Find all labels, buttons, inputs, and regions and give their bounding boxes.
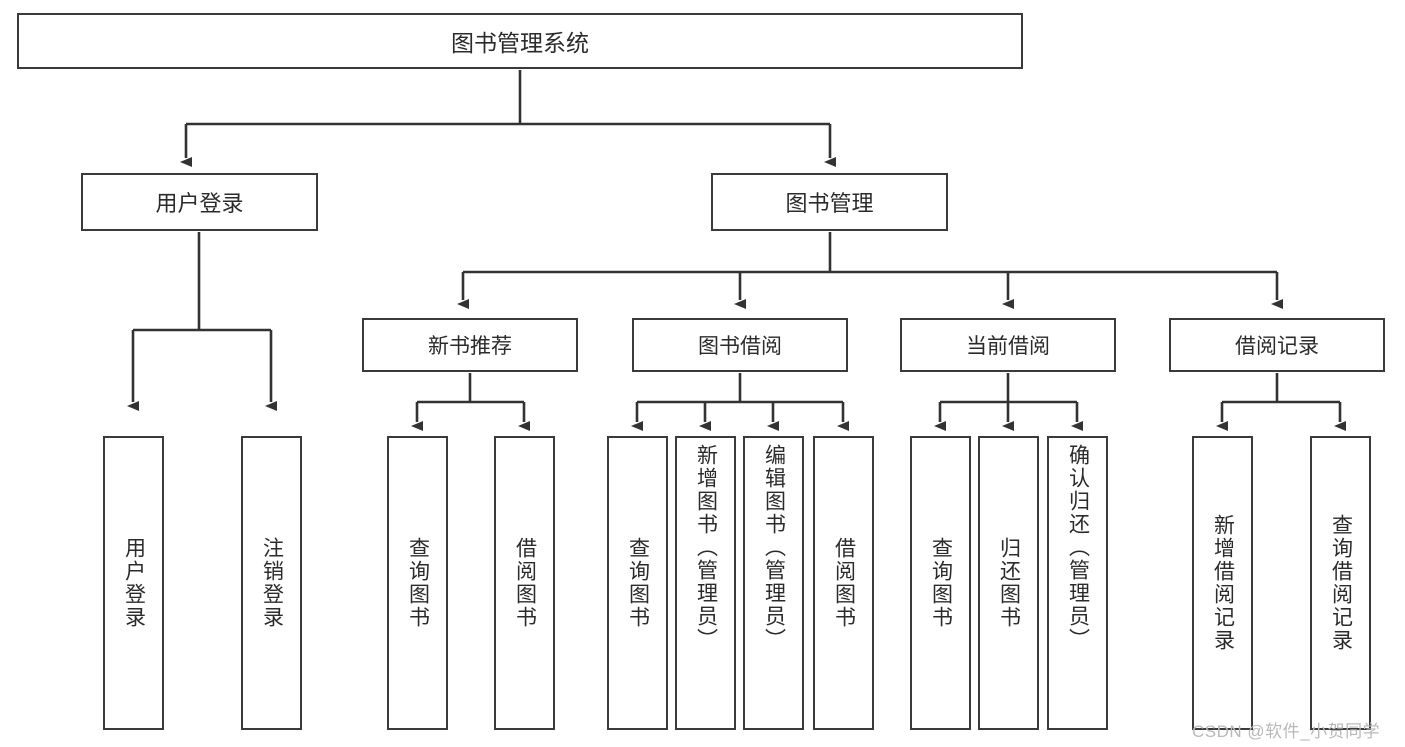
node-user-login-label: 用户登录 [155,191,244,216]
node-leaf-query-record-label: 查询借阅记录 [1329,514,1353,652]
node-leaf-return-book[interactable]: 归还图书 [978,436,1039,730]
node-leaf-edit-book[interactable]: 编辑图书（管理员） [743,436,804,730]
node-leaf-query-book-1[interactable]: 查询图书 [387,436,448,730]
node-user-login[interactable]: 用户登录 [81,173,318,231]
node-leaf-user-logout-label: 注销登录 [260,537,284,629]
node-leaf-query-book-2[interactable]: 查询图书 [607,436,668,730]
node-leaf-query-book-2-label: 查询图书 [626,537,650,629]
node-leaf-query-book-3[interactable]: 查询图书 [910,436,971,730]
node-current-borrow-label: 当前借阅 [966,335,1050,358]
node-leaf-query-book-3-label: 查询图书 [929,537,953,629]
node-leaf-add-record[interactable]: 新增借阅记录 [1192,436,1253,730]
node-book-borrow-label: 图书借阅 [698,335,782,358]
node-leaf-add-book-label: 新增图书（管理员） [694,444,718,651]
node-leaf-borrow-book-2[interactable]: 借阅图书 [813,436,874,730]
node-leaf-query-record[interactable]: 查询借阅记录 [1310,436,1371,730]
node-leaf-user-login-label: 用户登录 [122,537,146,629]
node-leaf-borrow-book-2-label: 借阅图书 [832,537,856,629]
node-book-management[interactable]: 图书管理 [711,173,948,231]
node-book-management-label: 图书管理 [785,191,874,216]
node-leaf-return-book-label: 归还图书 [997,537,1021,629]
node-root[interactable]: 图书管理系统 [17,13,1023,69]
node-book-borrow[interactable]: 图书借阅 [632,318,848,372]
node-new-book-recommend-label: 新书推荐 [428,335,512,358]
node-borrow-record-label: 借阅记录 [1235,335,1319,358]
node-current-borrow[interactable]: 当前借阅 [900,318,1116,372]
node-leaf-user-logout[interactable]: 注销登录 [241,436,302,730]
node-leaf-user-login[interactable]: 用户登录 [103,436,164,730]
node-new-book-recommend[interactable]: 新书推荐 [362,318,578,372]
node-leaf-add-book[interactable]: 新增图书（管理员） [675,436,736,730]
node-leaf-borrow-book-1[interactable]: 借阅图书 [494,436,555,730]
node-leaf-borrow-book-1-label: 借阅图书 [513,537,537,629]
node-root-label: 图书管理系统 [451,30,589,56]
node-leaf-add-record-label: 新增借阅记录 [1211,514,1235,652]
node-leaf-confirm-return-label: 确认归还（管理员） [1066,444,1090,651]
node-leaf-edit-book-label: 编辑图书（管理员） [762,444,786,651]
node-borrow-record[interactable]: 借阅记录 [1169,318,1385,372]
node-leaf-confirm-return[interactable]: 确认归还（管理员） [1047,436,1108,730]
node-leaf-query-book-1-label: 查询图书 [406,537,430,629]
watermark-text: CSDN @软件_小贺同学 [1192,722,1381,741]
